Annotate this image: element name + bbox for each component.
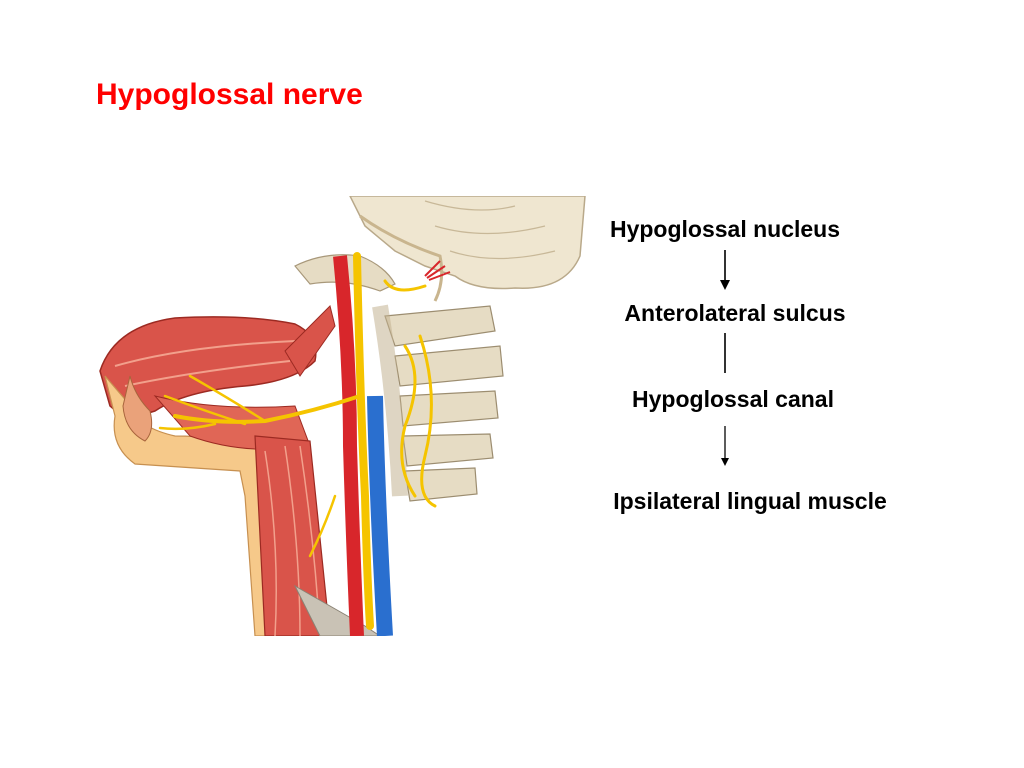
flow-arrow-2 bbox=[724, 333, 726, 373]
flow-step-hypoglossal-nucleus: Hypoglossal nucleus bbox=[609, 216, 841, 242]
flow-step-anterolateral-sulcus: Anterolateral sulcus bbox=[624, 300, 846, 326]
flow-step-hypoglossal-canal: Hypoglossal canal bbox=[632, 386, 834, 412]
hypoglossal-anatomy-illustration bbox=[99, 196, 586, 636]
jugular-vein bbox=[367, 395, 393, 636]
cranial-nerve-rootlets bbox=[424, 260, 451, 281]
neck-muscles bbox=[254, 305, 381, 636]
flow-arrow-1 bbox=[720, 250, 730, 290]
hypoglossal-nerve-paths bbox=[158, 252, 437, 630]
cervical-spine bbox=[372, 304, 504, 502]
flow-step-ipsilateral-lingual-muscle: Ipsilateral lingual muscle bbox=[613, 488, 887, 514]
flow-arrow-3 bbox=[721, 426, 729, 466]
cerebellum-region bbox=[349, 196, 586, 302]
slide-title: Hypoglossal nerve bbox=[96, 78, 363, 111]
carotid-artery bbox=[333, 255, 364, 636]
